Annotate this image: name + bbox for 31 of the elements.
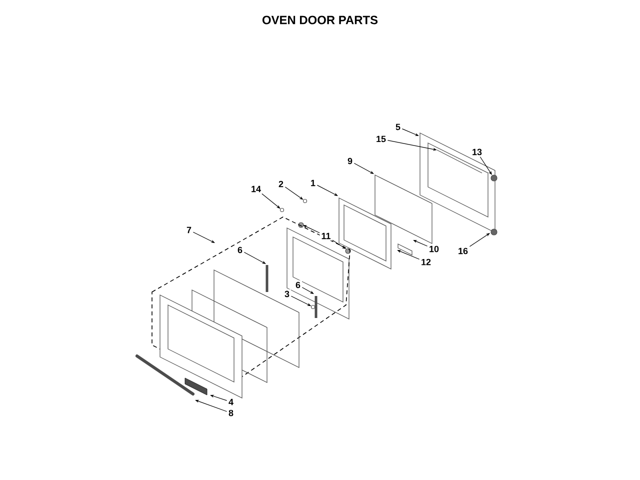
callout-number: 3: [283, 289, 291, 299]
leader-line: [402, 128, 419, 136]
pin-part: [310, 304, 316, 310]
callout-number: 14: [250, 184, 262, 194]
callout-number: 6: [294, 280, 302, 290]
leader-line: [332, 240, 346, 249]
callout-number: 1: [309, 178, 317, 188]
leader-line: [302, 287, 314, 294]
callout-number: 8: [227, 408, 235, 418]
callout-number: 6: [236, 245, 244, 255]
callout-number: 16: [456, 246, 470, 256]
callout-number: 2: [277, 179, 285, 189]
title: OVEN DOOR PARTS: [262, 16, 378, 24]
callout-number: 10: [428, 244, 440, 254]
leader-line: [192, 232, 215, 243]
leader-line: [244, 252, 266, 264]
pin-part: [280, 208, 284, 212]
callout-number: 11: [320, 231, 332, 241]
callout-number: 4: [227, 397, 235, 407]
pin-part: [302, 198, 308, 204]
leader-line: [469, 233, 490, 247]
callout-number: 15: [374, 134, 388, 144]
callout-number: 9: [346, 156, 354, 166]
leader-line: [354, 162, 374, 174]
leader-line: [303, 225, 320, 234]
callout-number: 5: [394, 122, 402, 132]
callout-number: 12: [420, 257, 432, 267]
callout-number: 7: [185, 225, 193, 235]
leader-line: [316, 184, 338, 196]
leader-line: [480, 156, 492, 175]
callout-number: 13: [470, 147, 484, 157]
